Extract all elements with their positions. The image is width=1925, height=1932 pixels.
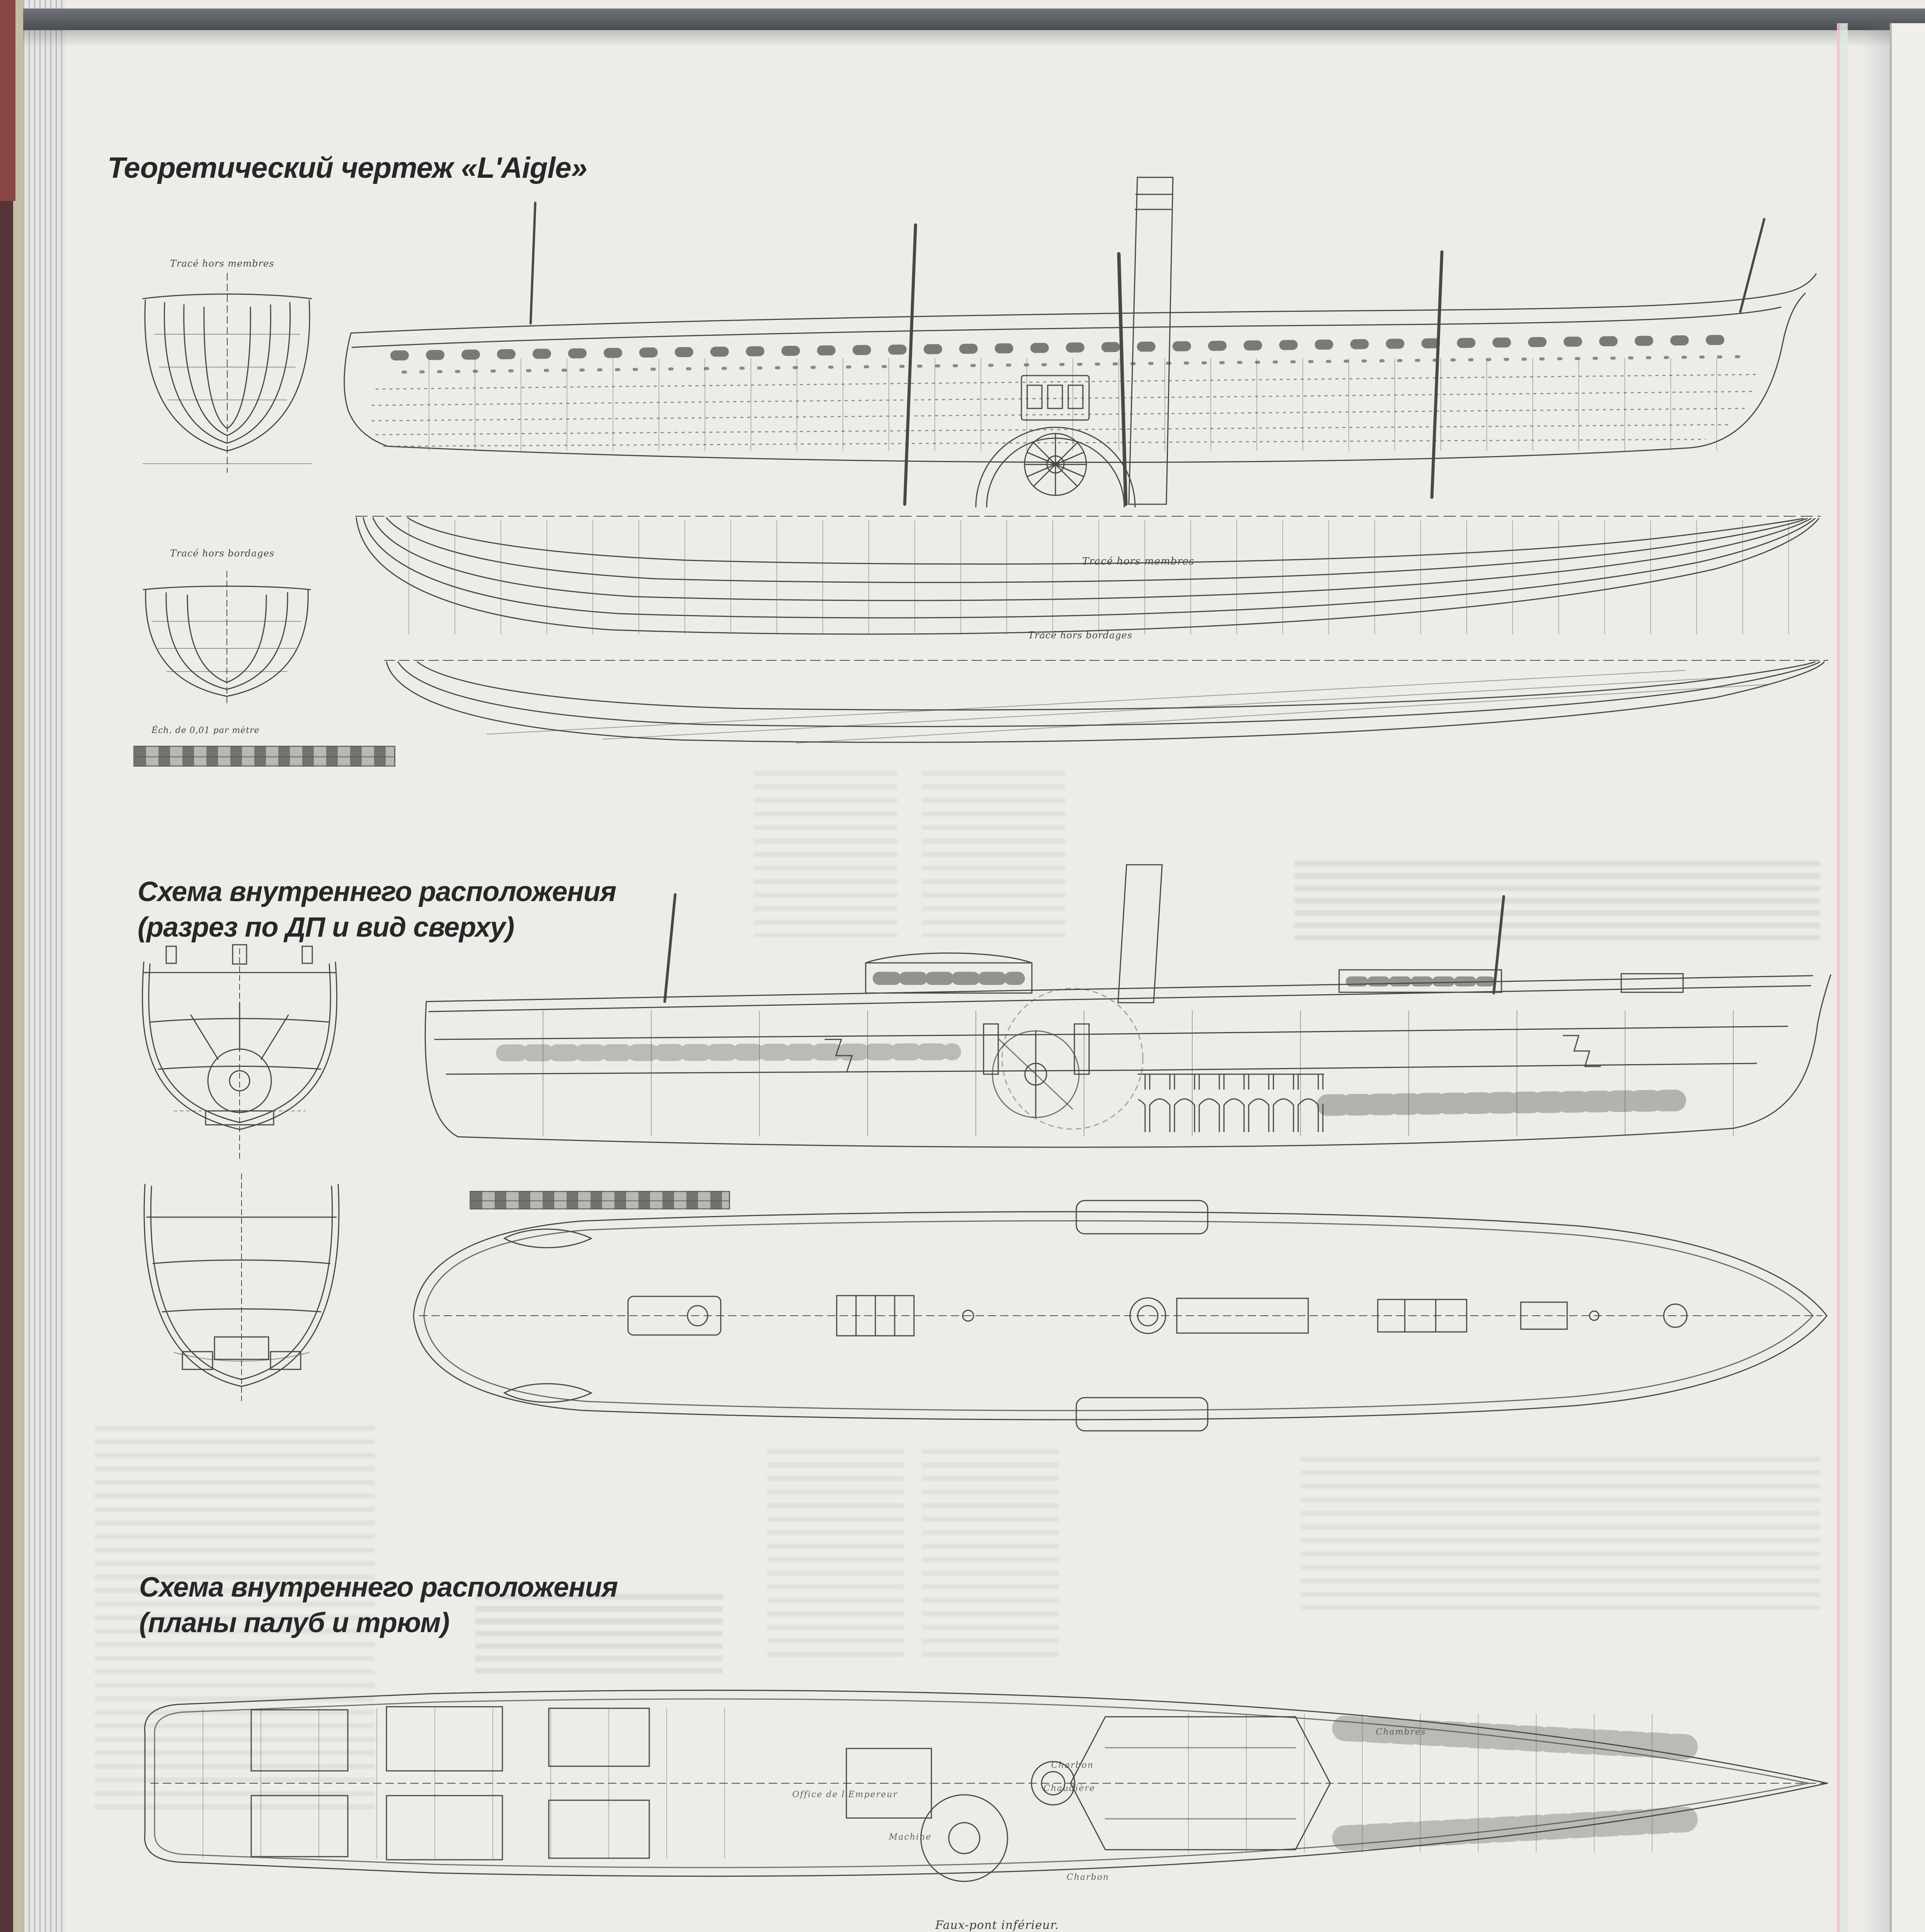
- deck-view-drawing: [413, 1200, 1828, 1432]
- page-stack-edge: [23, 0, 65, 1932]
- halfbreadth-label: Tracé hors bordages: [1028, 630, 1133, 641]
- scale-label: Éch. de 0,01 par mètre: [151, 726, 260, 735]
- heading-line: (планы палуб и трюм): [139, 1607, 450, 1639]
- page-title: Теоретический чертеж «L'Aigle»: [107, 151, 587, 184]
- deck-furniture: [627, 1295, 1688, 1337]
- scale-bar: [470, 1191, 730, 1209]
- heading-line: Схема внутреннего расположения: [138, 876, 616, 907]
- room-label: Charbon: [1051, 1760, 1094, 1770]
- sheer-plan-drawing: [344, 177, 1817, 508]
- ship-boats: [503, 1228, 593, 1403]
- print-through-text: [767, 1449, 904, 1660]
- deckhouses: [865, 952, 1684, 994]
- deck-plan-upper-drawing: [144, 1689, 1832, 1882]
- room-label: Chaudière: [1043, 1784, 1095, 1793]
- page-top-shadow: [23, 30, 1925, 47]
- staterooms: [250, 1706, 650, 1861]
- body-plan-label: Tracé hors membres: [170, 258, 274, 269]
- page-fold-line: [1890, 23, 1892, 1932]
- scan-pink-line: [1837, 23, 1840, 1932]
- room-label: Machine: [889, 1832, 932, 1842]
- binding-edge-top: [0, 0, 15, 201]
- cabin-rows: [1332, 1716, 1698, 1851]
- boilers: [1137, 1073, 1324, 1132]
- funnel: [1117, 177, 1174, 506]
- heading-line: Схема внутреннего расположения: [139, 1572, 618, 1603]
- print-through-text: [1300, 1457, 1820, 1609]
- halfbreadth-plan-2-drawing: [384, 660, 1828, 743]
- masts: [529, 202, 1765, 506]
- deck-plan-lower-drawing: [186, 1930, 1720, 1932]
- page-fold-shading: [1862, 23, 1890, 1932]
- print-through-text: [922, 1449, 1059, 1660]
- page-top-edge: [23, 9, 1925, 30]
- masts: [663, 893, 1505, 1003]
- plan-caption: Faux-pont inférieur.: [935, 1918, 1059, 1932]
- room-label: Office de l'Empereur: [792, 1790, 898, 1799]
- section-heading-deck-plans: Схема внутреннего расположения (планы па…: [139, 1570, 618, 1641]
- print-through-text: [754, 771, 897, 937]
- scan-aqua-line: [1840, 23, 1848, 1932]
- halfbreadth-plan-1-drawing: [355, 516, 1821, 635]
- room-label: Charbon: [1067, 1872, 1110, 1882]
- body-plan-aft-drawing: [143, 571, 311, 704]
- machinery: [846, 1716, 1331, 1882]
- hold-section-drawing: [143, 1173, 340, 1401]
- paddle-sponsons: [1076, 1200, 1208, 1432]
- next-page-sliver: [1892, 23, 1925, 1932]
- print-through-text: [922, 771, 1065, 937]
- heading-line: (разрез по ДП и вид сверху): [138, 912, 514, 943]
- scale-bar: [133, 746, 395, 767]
- body-plan-fore-drawing: [142, 273, 312, 473]
- section-heading-arrangement: Схема внутреннего расположения (разрез п…: [138, 874, 616, 945]
- binding-edge: [0, 0, 13, 1932]
- ventilator-skylight: [1021, 375, 1090, 421]
- cabins: [496, 1043, 1686, 1116]
- inboard-profile-drawing: [424, 864, 1831, 1148]
- machinery-section-drawing: [141, 944, 338, 1160]
- print-through-text: [1295, 861, 1820, 940]
- print-through-text: [475, 1594, 723, 1675]
- room-label: Chambres: [1376, 1727, 1426, 1737]
- page-edge-tan: [13, 0, 23, 1932]
- paper-background: [65, 0, 1925, 1932]
- hull-profile: [344, 273, 1817, 463]
- stairs: [824, 1035, 1601, 1073]
- engine: [983, 988, 1144, 1130]
- body-plan-label: Tracé hors bordages: [170, 548, 275, 559]
- funnel: [1117, 864, 1163, 1003]
